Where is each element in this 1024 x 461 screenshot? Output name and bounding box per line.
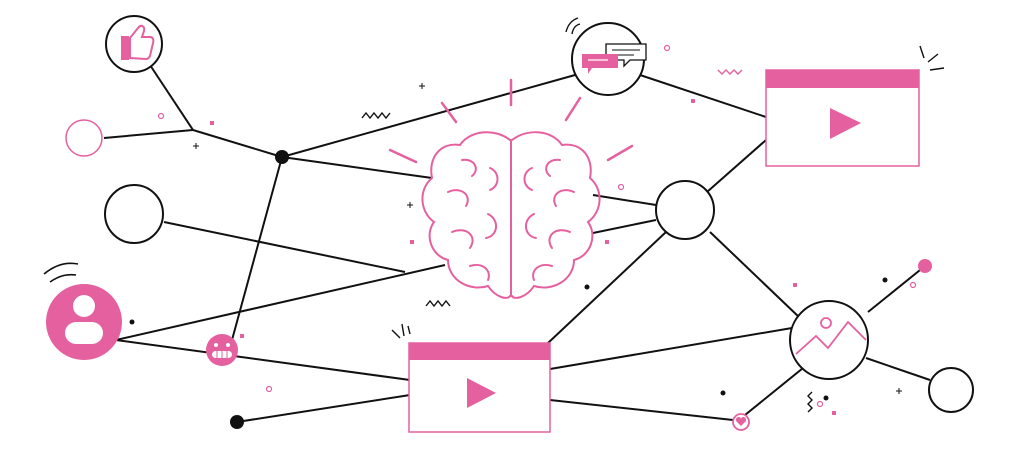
signal-waves-icon (43, 262, 79, 283)
decorative-rings (157, 44, 917, 408)
heart-node[interactable] (732, 413, 750, 431)
hub-node[interactable] (655, 180, 715, 240)
empty-node-left[interactable] (104, 184, 164, 244)
chat-node[interactable] (565, 17, 647, 96)
play-icon[interactable] (830, 108, 861, 139)
pink-endpoint-dot (918, 259, 932, 273)
junction-dot (230, 415, 244, 429)
connection-lines (103, 61, 931, 423)
brain-icon (421, 131, 601, 299)
smiley-node[interactable] (206, 334, 238, 366)
heart-icon (735, 417, 747, 426)
decorative-dots (129, 99, 888, 415)
smiley-icon (212, 343, 232, 358)
user-avatar-node[interactable] (43, 262, 122, 360)
thumbs-up-node[interactable] (105, 15, 163, 73)
image-icon (795, 317, 867, 355)
decorative-squiggles (361, 69, 813, 413)
play-icon[interactable] (467, 378, 496, 408)
video-player-bottom[interactable] (391, 323, 551, 433)
chat-bubbles-icon (582, 43, 647, 74)
user-avatar-icon (65, 295, 103, 344)
empty-pink-node[interactable] (65, 119, 103, 157)
spark-marks (391, 323, 411, 339)
decorative-plus-signs (193, 83, 902, 394)
brain-rays (388, 78, 634, 164)
image-node[interactable] (789, 300, 869, 380)
junction-dot (275, 150, 289, 164)
spark-marks (919, 45, 945, 71)
video-player-top[interactable] (765, 45, 945, 167)
signal-waves-icon (565, 17, 581, 35)
thumbs-up-icon (121, 24, 155, 61)
empty-node-right[interactable] (928, 367, 974, 413)
